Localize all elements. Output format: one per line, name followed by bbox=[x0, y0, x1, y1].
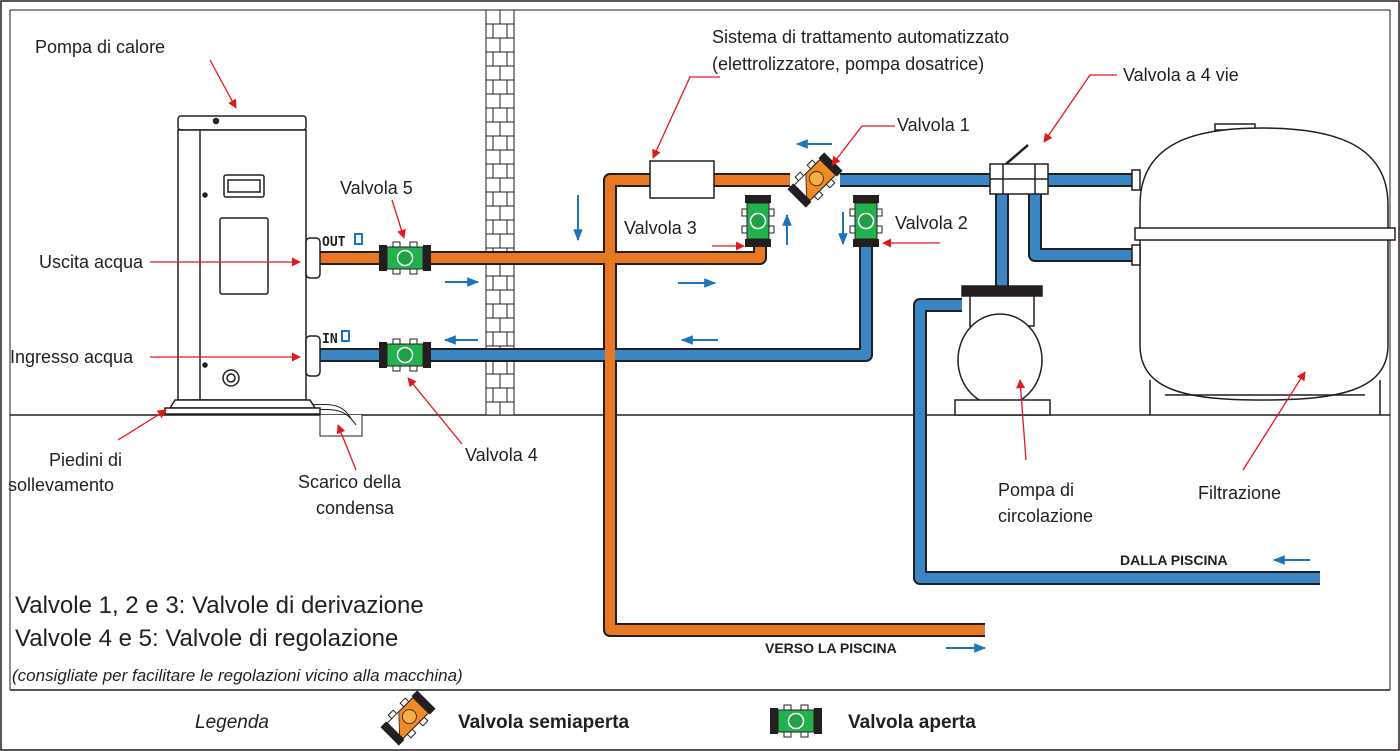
note-regulation-valves: Valvole 4 e 5: Valvole di regolazione bbox=[15, 625, 398, 652]
lifting-feet-label-line1: Piedini di bbox=[49, 450, 122, 470]
svg-text:OUT: OUT bbox=[322, 235, 346, 250]
water-in-label: Ingresso acqua bbox=[10, 347, 134, 367]
leader-lines bbox=[117, 59, 1306, 471]
treatment-system-label-line2: (elettrolizzatore, pompa dosatrice) bbox=[712, 54, 984, 74]
filter-tank bbox=[1131, 123, 1396, 415]
legend-title: Legenda bbox=[195, 712, 269, 733]
valve-5-open bbox=[379, 241, 431, 275]
valve-2-label: Valvola 2 bbox=[895, 213, 968, 233]
to-pool-label: VERSO LA PISCINA bbox=[765, 640, 897, 656]
valve-1-label: Valvola 1 bbox=[897, 115, 970, 135]
condensate-drain-label-line1: Scarico della bbox=[298, 472, 402, 492]
brick-wall bbox=[485, 9, 515, 416]
circulation-pump-label-line2: circolazione bbox=[998, 506, 1093, 526]
valve-4-label: Valvola 4 bbox=[465, 445, 538, 465]
treatment-system-box bbox=[649, 160, 715, 199]
condensate-drain-label-line2: condensa bbox=[316, 498, 395, 518]
circulation-pump bbox=[954, 285, 1051, 416]
port-in-label: IN bbox=[322, 330, 350, 347]
note-recommendation: (consigliate per facilitare le regolazio… bbox=[12, 666, 463, 685]
water-out-label: Uscita acqua bbox=[39, 252, 144, 272]
note-bypass-valves: Valvole 1, 2 e 3: Valvole di derivazione bbox=[15, 592, 424, 619]
flow-arrows bbox=[443, 139, 1310, 653]
heat-pump-label: Pompa di calore bbox=[35, 37, 165, 57]
valve-3-label: Valvola 3 bbox=[624, 218, 697, 238]
treatment-system-label-line1: Sistema di trattamento automatizzato bbox=[712, 27, 1009, 47]
legend-half-open-valve-icon bbox=[380, 690, 436, 746]
heat-pump bbox=[164, 115, 321, 415]
four-way-valve bbox=[989, 144, 1049, 195]
lifting-feet-label-line2: sollevamento bbox=[8, 475, 114, 495]
valve-5-label: Valvola 5 bbox=[340, 178, 413, 198]
four-way-valve-label: Valvola a 4 vie bbox=[1123, 65, 1239, 85]
filtration-label: Filtrazione bbox=[1198, 483, 1281, 503]
legend-open-valve-icon bbox=[770, 704, 822, 738]
legend-open-label: Valvola aperta bbox=[848, 712, 976, 733]
from-pool-label: DALLA PISCINA bbox=[1120, 552, 1228, 568]
valve-1-half-open bbox=[787, 152, 843, 208]
svg-text:IN: IN bbox=[322, 332, 338, 347]
legend-half-open-label: Valvola semiaperta bbox=[458, 712, 630, 733]
circulation-pump-label-line1: Pompa di bbox=[998, 480, 1074, 500]
port-out-label: OUT bbox=[322, 233, 363, 250]
valve-3-open bbox=[741, 195, 775, 247]
valve-2-open bbox=[849, 195, 883, 247]
valve-4-open bbox=[379, 338, 431, 372]
